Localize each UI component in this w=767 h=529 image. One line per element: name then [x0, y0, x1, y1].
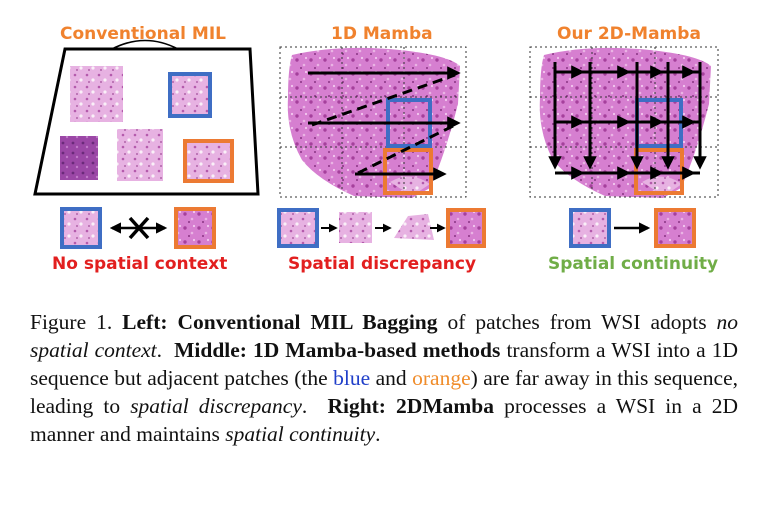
left-panel-bag — [33, 39, 260, 196]
middle-panel-sequence — [277, 208, 486, 248]
figure-panels: Conventional MIL 1D Mamba Our 2D-Mamba N… — [33, 24, 719, 274]
label-spatial-discrepancy: Spatial discrepancy — [288, 254, 477, 274]
right-orange-patch — [654, 208, 696, 248]
caption-blue-word: blue — [333, 366, 371, 390]
seq-patch-2 — [394, 214, 434, 240]
cross-icon — [128, 216, 150, 240]
caption-no-spatial-context: no spatial context — [30, 310, 739, 362]
label-no-spatial-context: No spatial context — [52, 254, 228, 274]
bag-patch-blue — [168, 72, 212, 118]
panel-title-left: Conventional MIL — [60, 24, 226, 44]
right-panel-wsi — [529, 46, 719, 198]
bag-handle — [111, 39, 179, 50]
figure-caption: Figure 1. Left: Conventional MIL Bagging… — [30, 310, 739, 446]
bag-patch-orange — [183, 139, 234, 183]
left-blue-patch — [60, 207, 102, 249]
seq-orange-patch — [446, 208, 486, 248]
caption-spatial-continuity: spatial continuity — [225, 422, 376, 446]
left-orange-patch — [174, 207, 216, 249]
caption-spatial-discrepancy: spatial discrepancy — [130, 394, 302, 418]
seq-blue-patch — [277, 208, 319, 248]
bag-patch-3 — [117, 129, 163, 181]
seq-patch-1 — [339, 212, 372, 243]
bag-patch-2 — [60, 136, 98, 180]
caption-middle-heading: Middle: 1D Mamba-based methods — [174, 338, 501, 362]
middle-panel-wsi — [279, 46, 467, 198]
caption-left-heading: Left: Conventional MIL Bagging — [122, 310, 438, 334]
caption-fig-label: Figure 1. — [30, 310, 113, 334]
middle-orange-box — [383, 148, 433, 195]
scan-arrows-2d — [548, 62, 707, 180]
raster-arrows — [308, 66, 461, 181]
left-panel-relation — [60, 207, 216, 249]
panel-title-right: Our 2D-Mamba — [557, 24, 701, 44]
label-spatial-continuity: Spatial continuity — [548, 254, 719, 274]
right-blue-patch — [569, 208, 611, 248]
bag-patch-1 — [70, 66, 123, 122]
caption-orange-word: orange — [412, 366, 471, 390]
right-panel-relation — [569, 208, 696, 248]
panel-title-middle: 1D Mamba — [331, 24, 433, 44]
caption-right-heading: Right: 2DMamba — [327, 394, 494, 418]
figure-graphics — [33, 39, 719, 249]
